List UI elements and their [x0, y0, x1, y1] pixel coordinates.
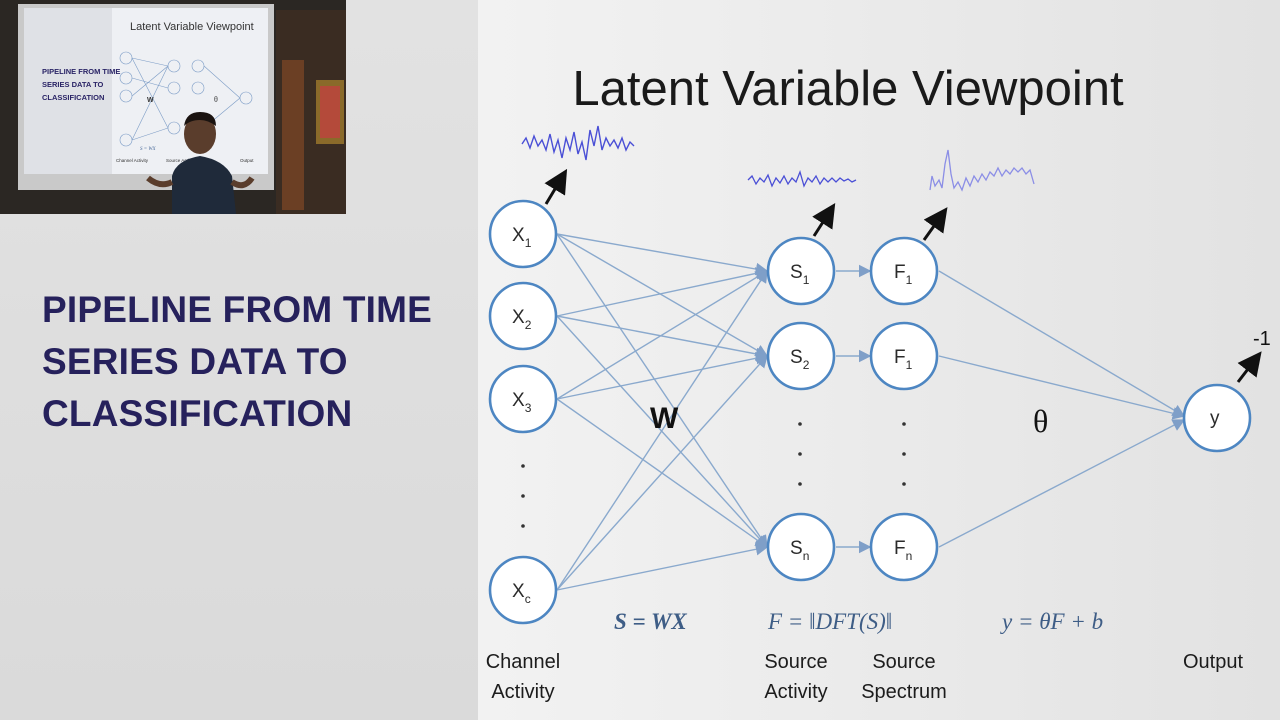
node-f1: [869, 236, 939, 306]
spectrum-pointer-arrow: [922, 207, 948, 241]
node-x2: [488, 281, 558, 351]
svg-text:PIPELINE FROM TIME SER: PIPELINE FROM TIME SERIES DATA TO CLASSI…: [42, 67, 122, 102]
screen-left-line-2: SERIES DATA TO: [42, 80, 104, 89]
label-xc: Xc: [512, 581, 531, 606]
screen-theta-label: θ: [214, 95, 218, 104]
screen-label-source: Source Activity: [166, 158, 196, 163]
pipeline-title: PIPELINE FROM TIME SERIES DATA TO CLASSI…: [42, 289, 433, 434]
screen-left-line-1: PIPELINE FROM TIME: [42, 67, 120, 76]
weight-edges: [556, 233, 769, 591]
slide-canvas: Latent Variable Viewpoint: [486, 62, 1271, 703]
label-f1: F1: [894, 262, 913, 287]
screen-eq1: S = WX: [140, 147, 157, 152]
output-value: -1: [1253, 328, 1271, 350]
spectrum-signal-trace: [929, 149, 1035, 192]
label-sn: Sn: [790, 538, 809, 563]
label-source-line1: Source: [764, 651, 827, 673]
source-signal-trace: [747, 169, 857, 188]
equation-y: y = θF + b: [1000, 609, 1103, 634]
label-spectrum-line2: Spectrum: [861, 681, 947, 703]
node-sn: [766, 512, 836, 582]
label-source-line2: Activity: [764, 681, 827, 703]
label-y: y: [1210, 408, 1220, 429]
label-x3: X3: [512, 390, 532, 415]
screen-label-output: Output: [240, 158, 254, 163]
weight-label: W: [650, 402, 679, 435]
theta-edges: [938, 270, 1186, 548]
label-spectrum-line1: Source: [872, 651, 935, 673]
screen-label-channel: Channel Activity: [116, 158, 149, 163]
label-channel-line2: Activity: [491, 681, 554, 703]
equation-s: S = WX: [614, 609, 687, 634]
node-x3: [488, 364, 558, 434]
node-fn: [869, 512, 939, 582]
screen-slide-title: Latent Variable Viewpoint: [130, 21, 254, 33]
slide: Latent Variable Viewpoint: [478, 0, 1280, 720]
node-f2: [869, 321, 939, 391]
node-x1: [488, 199, 558, 269]
label-channel-line1: Channel: [486, 651, 561, 673]
label-fn: Fn: [894, 538, 912, 563]
screen-w-label: W: [147, 97, 154, 104]
screen-left-line-3: CLASSIFICATION: [42, 93, 104, 102]
left-panel: PIPELINE FROM TIME SERIES DATA TO CLASSI…: [0, 0, 478, 720]
theta-label: θ: [1033, 403, 1048, 439]
label-s2: S2: [790, 347, 810, 372]
label-x2: X2: [512, 307, 532, 332]
channel-signal-trace: [521, 125, 635, 161]
slide-title: Latent Variable Viewpoint: [572, 62, 1124, 116]
node-s1: [766, 236, 836, 306]
node-xc: [488, 555, 558, 625]
dft-edges: [836, 264, 872, 554]
channel-pointer-arrow: [544, 168, 568, 205]
webcam-scene: PIPELINE FROM TIME SERIES DATA TO CLASSI…: [0, 0, 346, 214]
webcam-video: PIPELINE FROM TIME SERIES DATA TO CLASSI…: [0, 0, 346, 214]
label-f2: F1: [894, 347, 913, 372]
label-output: Output: [1183, 651, 1243, 673]
ellipsis-dots: [521, 422, 906, 528]
output-pointer-arrow: [1236, 351, 1262, 383]
node-s2: [766, 321, 836, 391]
presenter: [146, 112, 255, 214]
label-s1: S1: [790, 262, 810, 287]
node-y: [1182, 383, 1252, 453]
source-pointer-arrow: [812, 202, 836, 237]
label-x1: X1: [512, 225, 532, 250]
equation-f: F = ‖DFT(S)‖: [767, 609, 892, 634]
